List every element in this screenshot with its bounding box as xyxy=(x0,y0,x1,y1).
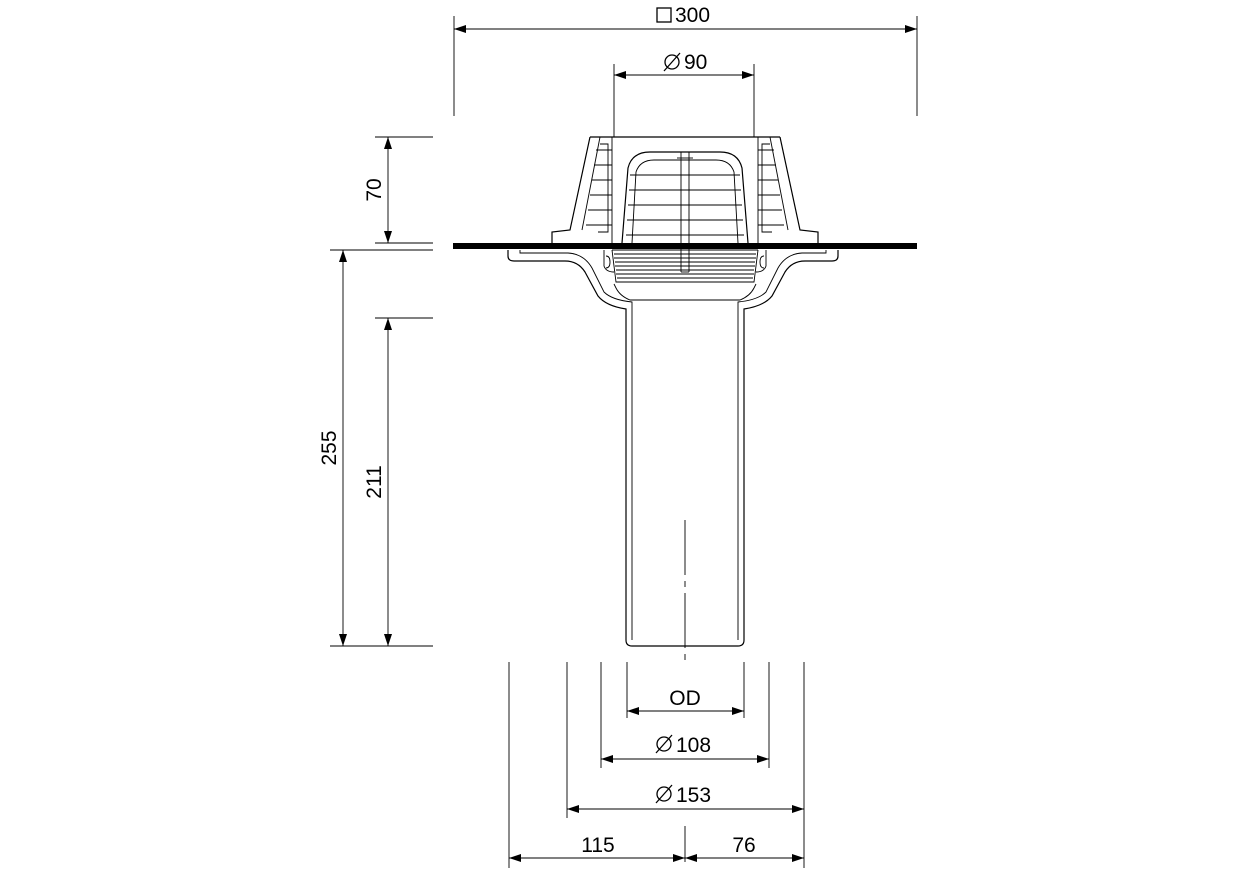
dim-115-value: 115 xyxy=(581,834,614,857)
dimension-115-76: 115 76 xyxy=(509,834,804,862)
dim-300-value: 300 xyxy=(675,4,710,27)
dim-211-value: 211 xyxy=(363,465,386,498)
dimension-255: 255 xyxy=(318,249,433,647)
dimension-od: OD xyxy=(627,687,744,715)
dim-90-value: 90 xyxy=(684,51,707,74)
dimension-108: 108 xyxy=(601,734,769,763)
dim-153-value: 153 xyxy=(676,784,711,807)
dimension-90: 90 xyxy=(613,51,755,137)
dim-70-value: 70 xyxy=(363,178,386,201)
dim-108-value: 108 xyxy=(676,734,711,757)
dimension-70: 70 xyxy=(363,136,433,244)
dim-76-value: 76 xyxy=(732,834,755,857)
dimension-211: 211 xyxy=(363,317,433,646)
drain-body xyxy=(507,249,839,647)
gravel-guard xyxy=(551,136,819,273)
dimension-153: 153 xyxy=(567,784,804,813)
square-symbol-icon xyxy=(656,7,672,23)
dim-od-label: OD xyxy=(669,687,701,710)
diameter-symbol-icon xyxy=(655,784,673,804)
dim-255-value: 255 xyxy=(318,430,341,465)
roof-membrane xyxy=(453,243,917,249)
diameter-symbol-icon xyxy=(663,52,681,72)
bottom-extension-lines xyxy=(508,662,805,868)
diameter-symbol-icon xyxy=(655,734,673,754)
dimension-300: 300 xyxy=(453,4,918,116)
